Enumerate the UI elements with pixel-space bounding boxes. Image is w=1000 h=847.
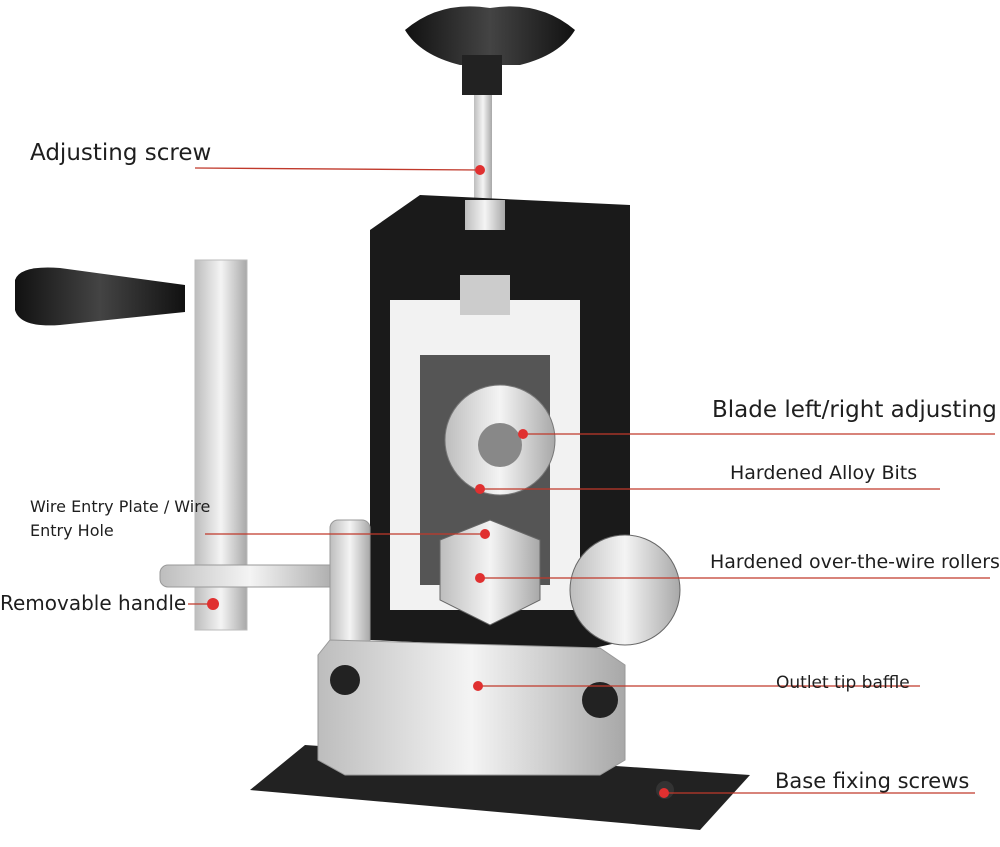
- marker-dots: [207, 165, 669, 798]
- baffle-screw-left: [330, 665, 360, 695]
- baffle-screw-right: [582, 682, 618, 718]
- crank-grip: [15, 267, 185, 326]
- label-wire-entry: Wire Entry Plate / Wire Entry Hole: [30, 497, 211, 540]
- label-handle: Removable handle: [0, 591, 187, 615]
- dot-base-screws: [659, 788, 669, 798]
- knob: [405, 6, 575, 66]
- side-gear: [569, 534, 681, 646]
- dot-adjusting-screw: [475, 165, 485, 175]
- dot-outlet: [473, 681, 483, 691]
- label-blade-nut: Blade left/right adjusting nut: [712, 397, 1000, 423]
- label-outlet: Outlet tip baffle: [776, 673, 910, 693]
- blade-hub: [478, 423, 522, 467]
- handle-shaft: [159, 564, 341, 588]
- leader-adjusting-screw: [194, 167, 481, 171]
- dot-blade-nut: [518, 429, 528, 439]
- gear-roller: [439, 519, 541, 626]
- knob-stem: [462, 55, 502, 95]
- leader-lines: [188, 167, 995, 794]
- label-adjusting-screw: Adjusting screw: [30, 140, 212, 166]
- dot-wire-entry: [480, 529, 490, 539]
- label-base-screws: Base fixing screws: [775, 769, 970, 793]
- outlet-baffle: [317, 639, 626, 776]
- shaft-housing: [329, 519, 371, 651]
- dot-rollers: [475, 573, 485, 583]
- label-rollers: Hardened over-the-wire rollers: [710, 551, 1000, 573]
- label-alloy-bits: Hardened Alloy Bits: [730, 462, 918, 484]
- dot-alloy-bits: [475, 484, 485, 494]
- screw-collar: [465, 200, 505, 230]
- screw-nut: [460, 275, 510, 315]
- dot-handle: [207, 598, 219, 610]
